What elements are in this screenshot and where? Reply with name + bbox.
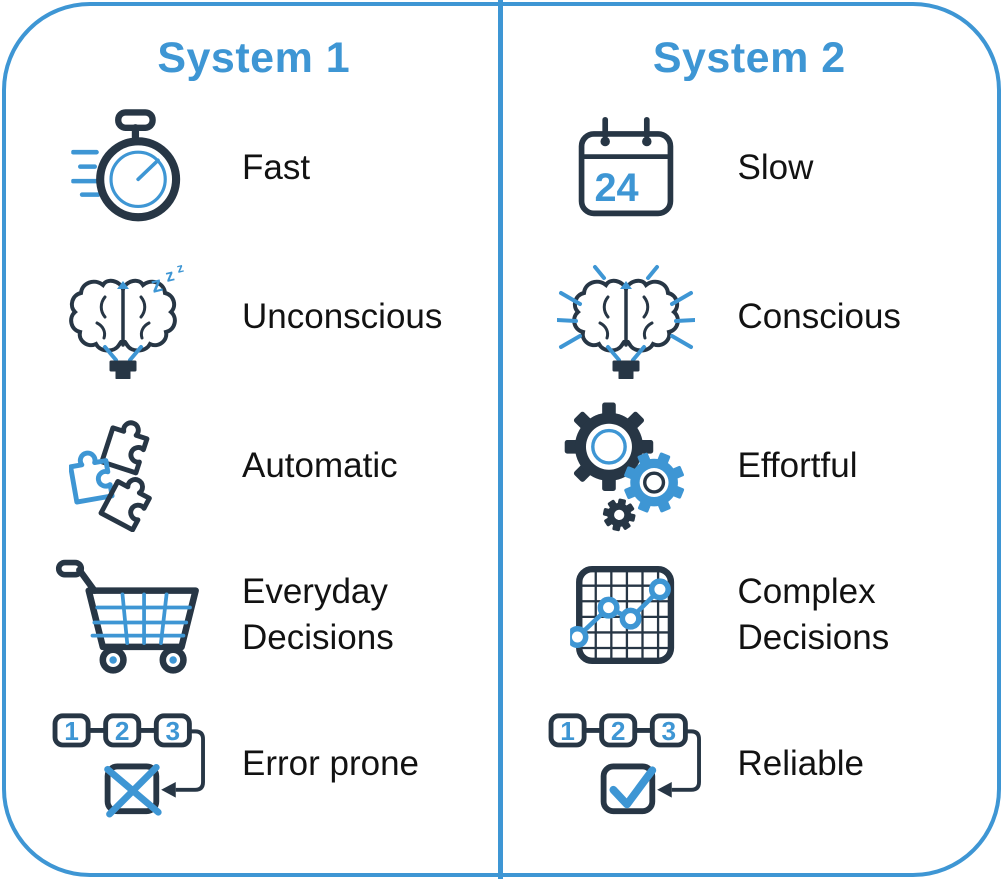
item-label: Everyday Decisions	[242, 572, 394, 657]
item-label: Fast	[242, 147, 311, 187]
sequence-check-icon	[547, 708, 705, 819]
list-item-reliable: Reliable	[540, 689, 998, 838]
thinking-brain-icon	[557, 255, 695, 379]
list-item-fast: Fast	[44, 93, 502, 242]
list-item-slow: Slow	[540, 93, 998, 242]
puzzle-pieces-icon	[69, 400, 191, 532]
list-item-complex-decisions: Complex Decisions	[540, 540, 998, 689]
sleeping-brain-icon	[61, 255, 199, 379]
system-2-title: System 2	[652, 34, 846, 82]
item-label: Complex Decisions	[737, 572, 890, 657]
item-label: Error prone	[242, 743, 420, 783]
stopwatch-icon	[71, 107, 189, 229]
chart-grid-icon	[570, 560, 682, 670]
item-label: Unconscious	[242, 296, 443, 336]
list-item-error-prone: Error prone	[44, 689, 502, 838]
item-label: Reliable	[737, 743, 864, 783]
item-label: Conscious	[737, 296, 901, 336]
list-item-unconscious: Unconscious	[44, 242, 502, 391]
item-label: Slow	[737, 147, 814, 187]
list-item-everyday-decisions: Everyday Decisions	[44, 540, 502, 689]
list-item-conscious: Conscious	[540, 242, 998, 391]
calendar-24-icon	[574, 115, 678, 221]
column-divider	[498, 0, 503, 879]
system-1-column: System 1 Fast Unconscious Automatic Ever…	[6, 6, 502, 873]
list-item-effortful: Effortful	[540, 391, 998, 540]
system-2-column: System 2 Slow Conscious Effortful Comple…	[502, 6, 998, 873]
gears-icon	[563, 399, 689, 532]
item-label: Automatic	[242, 445, 398, 485]
system-1-title: System 1	[157, 34, 351, 82]
sequence-error-icon	[51, 708, 209, 819]
item-label: Effortful	[737, 445, 858, 485]
list-item-automatic: Automatic	[44, 391, 502, 540]
shopping-cart-icon	[55, 553, 205, 677]
